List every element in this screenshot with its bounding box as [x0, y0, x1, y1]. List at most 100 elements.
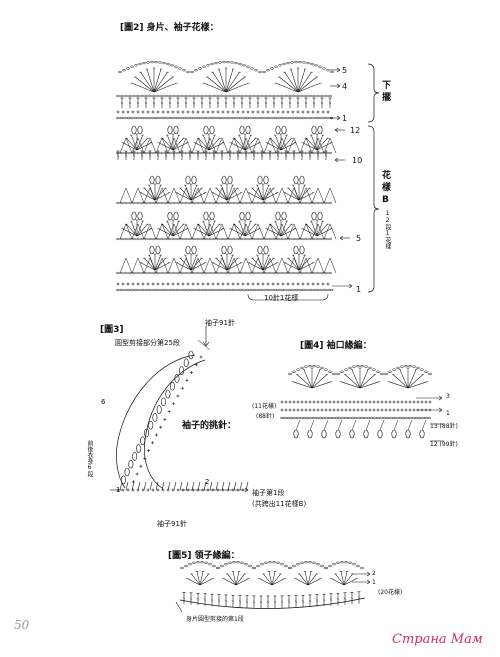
stitch-line [119, 257, 127, 274]
chain-stitch [245, 116, 250, 120]
chain-stitch [203, 116, 208, 120]
stitch-line [275, 257, 283, 274]
chain-stitch [408, 416, 412, 420]
stitch-line [218, 68, 227, 93]
stitch-line [284, 262, 300, 271]
chain-stitch [320, 366, 324, 370]
chain-stitch [161, 288, 166, 292]
chain-stitch [248, 201, 252, 205]
fig5-curve [179, 597, 366, 609]
stitch-line [271, 578, 285, 586]
stitch-line [257, 137, 265, 154]
stitch-line [269, 223, 277, 240]
chain-stitch [316, 237, 320, 241]
chain-stitch [148, 94, 152, 98]
chain-stitch [256, 271, 260, 275]
chain-stitch [250, 67, 254, 70]
chain-stitch [308, 416, 313, 420]
chain-stitch [198, 67, 202, 70]
chain-stitch [228, 271, 232, 275]
chain-stitch [276, 94, 280, 98]
stitch-line [173, 223, 181, 240]
chain-stitch [224, 151, 228, 155]
chain-stitch [308, 94, 312, 98]
chain-stitch [238, 62, 242, 66]
chain-stitch [172, 94, 176, 98]
stitch-line [131, 257, 139, 274]
stitch-line [179, 257, 187, 274]
chain-stitch [324, 416, 329, 420]
chain-stitch [411, 416, 416, 420]
chain-stitch [292, 564, 296, 568]
stitch-line [245, 187, 253, 204]
chain-stitch [392, 368, 396, 371]
puff-stitch [203, 211, 209, 221]
stitch-line [393, 419, 399, 431]
chain-stitch [204, 271, 208, 275]
chain-stitch [116, 94, 120, 98]
chain-stitch [196, 560, 200, 564]
stitch-line [320, 101, 324, 105]
chain-stitch [170, 64, 174, 67]
chain-stitch [324, 94, 328, 98]
stitch-line [197, 223, 205, 240]
chain-stitch [168, 288, 173, 292]
chain-stitch [236, 94, 240, 98]
chain-stitch [194, 69, 198, 72]
chain-stitch [300, 237, 304, 241]
stitch-line [190, 254, 197, 271]
stitch-line [125, 187, 133, 204]
puff-stitch [257, 245, 263, 255]
chain-stitch [200, 237, 204, 241]
stitch-line [298, 187, 310, 201]
fig2-title: [圖2] 身片、袖子花樣： [120, 23, 219, 33]
stitch-line [269, 257, 277, 274]
chain-stitch [118, 70, 122, 74]
chain-stitch [220, 271, 224, 275]
chain-stitch [216, 94, 220, 98]
chain-stitch [176, 237, 180, 241]
chain-stitch [152, 271, 156, 275]
chain-stitch [260, 237, 264, 241]
chain-stitch [238, 116, 243, 120]
stitch-line [167, 481, 171, 491]
section-brace [367, 125, 380, 293]
stitch-line [306, 223, 318, 237]
stitch-line [221, 187, 229, 204]
fig2-row-1-top: 1 [342, 114, 348, 123]
chain-stitch [263, 288, 267, 292]
stitch-line [190, 184, 197, 201]
chain-stitch [258, 70, 262, 74]
stitch-line [125, 481, 129, 491]
puff-stitch [156, 405, 162, 414]
chain-stitch [192, 561, 196, 564]
stitch-line [298, 254, 305, 271]
chain-stitch [353, 416, 358, 420]
stitch-line [122, 228, 138, 237]
stitch-line [228, 154, 232, 157]
chain-stitch [207, 288, 211, 292]
stitch-line [154, 257, 166, 271]
stitch-line [198, 223, 210, 237]
chain-stitch [304, 201, 308, 205]
stitch-line [199, 571, 204, 586]
chain-stitch [298, 60, 302, 64]
chain-stitch [140, 288, 145, 292]
stitch-line [273, 600, 277, 604]
chain-stitch [280, 562, 284, 566]
stitch-line [343, 578, 357, 586]
chain-stitch [168, 237, 172, 241]
stitch-line [216, 101, 220, 105]
stitch-line [190, 262, 206, 271]
chain-stitch [164, 237, 168, 241]
chain-stitch [248, 151, 252, 155]
stitch-line [190, 257, 202, 271]
chain-stitch [320, 237, 324, 241]
stitch-line [272, 101, 276, 105]
stitch-line [140, 262, 156, 271]
chain-stitch [133, 288, 138, 292]
stitch-line [323, 223, 331, 240]
fig3-pickup-label: 袖子的挑針： [182, 421, 237, 431]
fig3-title: [圖3] [100, 325, 124, 335]
chain-stitch [420, 368, 424, 371]
